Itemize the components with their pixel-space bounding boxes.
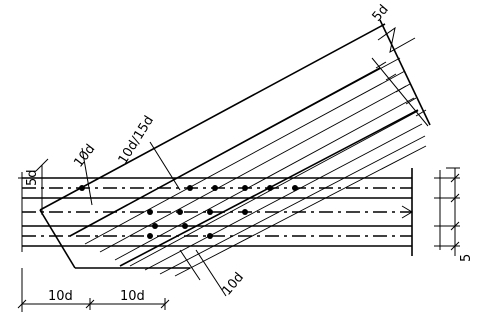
right-dimension-chain — [434, 167, 460, 256]
label-bottom-mid-10d: 10d — [120, 289, 145, 304]
horizontal-bars — [18, 168, 413, 256]
inclined-bar-hatching — [69, 57, 427, 277]
inclined-dimension-chain — [371, 57, 429, 127]
label-left-5d: 5d — [25, 169, 40, 186]
label-bottom-left-10d: 10d — [48, 289, 73, 304]
inclined-bar-outline — [39, 19, 431, 269]
splice-dots — [79, 185, 298, 239]
label-top-right-5d: 5d — [370, 2, 392, 24]
label-bottom-10d: 10d — [220, 270, 247, 299]
label-right-5: 5 — [459, 254, 474, 262]
dimension-lines — [17, 141, 227, 312]
label-inclined-10d-15d: 10d/15d — [116, 113, 157, 167]
label-left-10d: 10d — [71, 142, 98, 171]
